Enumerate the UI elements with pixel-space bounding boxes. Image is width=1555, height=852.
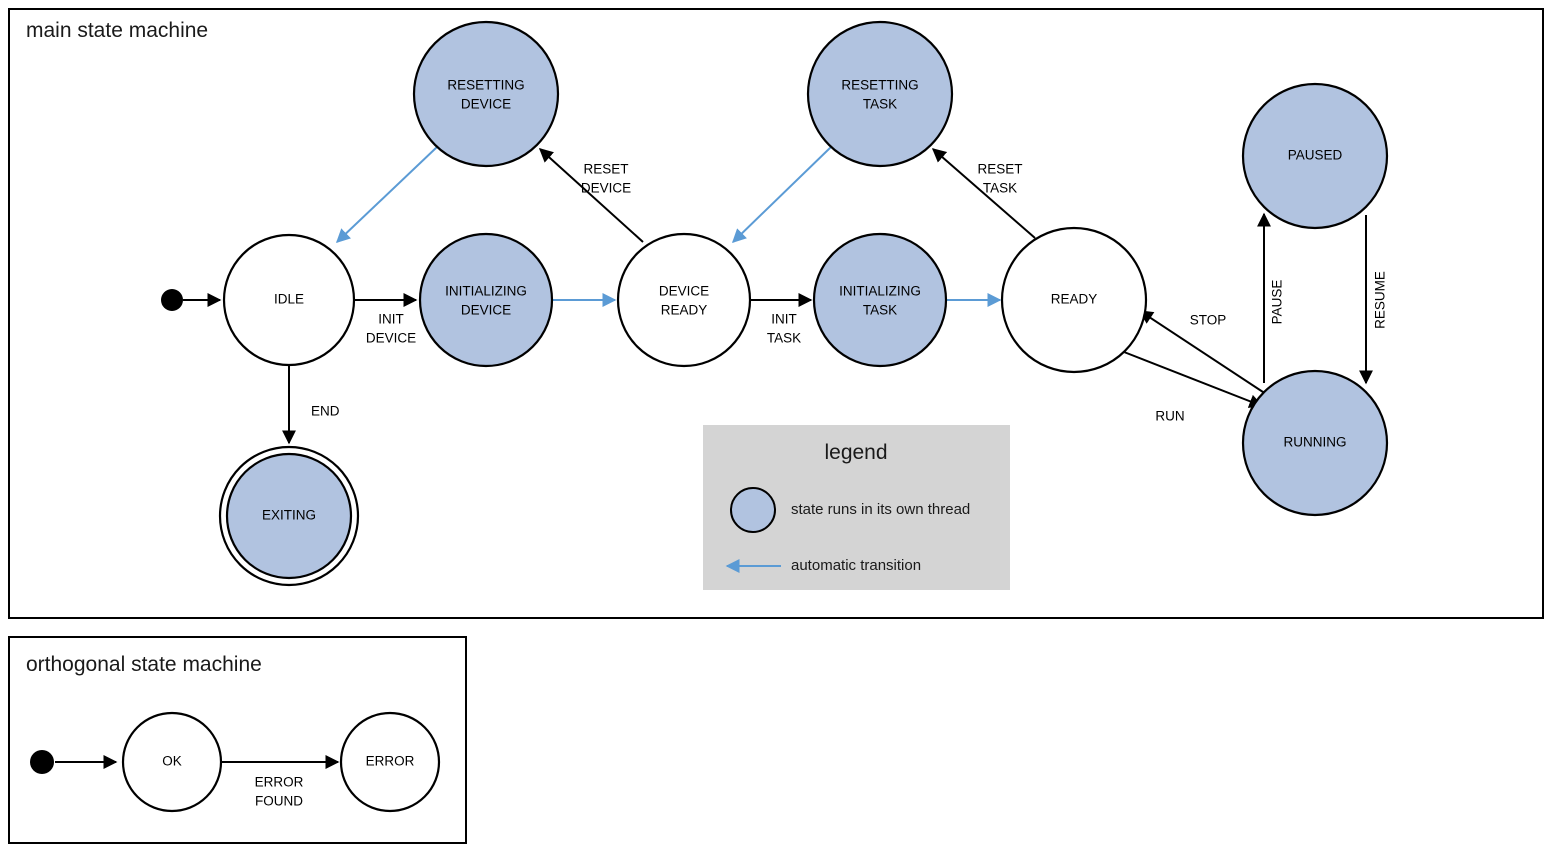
state-running-label: RUNNING bbox=[1284, 435, 1347, 450]
transition-label-init-device-line2: DEVICE bbox=[366, 331, 416, 346]
state-device-ready-label-line1: DEVICE bbox=[659, 284, 709, 299]
transition-running-to-ready[interactable] bbox=[1138, 310, 1267, 395]
transition-resetting-task-to-device-ready[interactable] bbox=[731, 146, 832, 243]
state-exiting[interactable]: EXITING bbox=[218, 445, 360, 587]
state-ready-label: READY bbox=[1051, 292, 1098, 307]
state-resetting-task[interactable]: RESETTING TASK bbox=[806, 20, 954, 168]
state-paused-shape bbox=[1241, 82, 1389, 230]
state-ready-shape bbox=[1000, 226, 1148, 374]
legend-item-auto-transition-label: automatic transition bbox=[791, 557, 921, 574]
orthogonal-start-dot-icon bbox=[30, 750, 54, 774]
state-paused[interactable]: PAUSED bbox=[1241, 82, 1389, 230]
transition-label-reset-task-line1: RESET bbox=[977, 162, 1022, 177]
main-initial-pseudostate[interactable] bbox=[161, 289, 183, 311]
legend-item-auto-transition: automatic transition bbox=[725, 557, 921, 574]
main-frame-title: main state machine bbox=[26, 19, 208, 42]
transition-ready-to-resetting-task[interactable] bbox=[931, 148, 1036, 239]
transition-label-init-device-line1: INIT bbox=[378, 312, 404, 327]
state-initializing-device-label-line1: INITIALIZING bbox=[445, 284, 527, 299]
state-initializing-task-shape bbox=[812, 232, 948, 368]
state-error-label: ERROR bbox=[366, 754, 415, 769]
state-initializing-task-label-line1: INITIALIZING bbox=[839, 284, 921, 299]
transition-resetting-device-to-idle[interactable] bbox=[335, 146, 438, 243]
transition-label-init-task-line1: INIT bbox=[771, 312, 797, 327]
state-idle-label: IDLE bbox=[274, 292, 304, 307]
state-initializing-device-shape bbox=[418, 232, 554, 368]
state-resetting-device-label-line2: DEVICE bbox=[461, 97, 511, 112]
state-ok-label: OK bbox=[162, 754, 182, 769]
thread-state-swatch-icon bbox=[730, 487, 776, 533]
state-ready[interactable]: READY bbox=[1000, 226, 1148, 374]
state-paused-label: PAUSED bbox=[1288, 148, 1343, 163]
state-exiting-label: EXITING bbox=[262, 508, 316, 523]
transition-label-resume: RESUME bbox=[1373, 271, 1388, 329]
state-initializing-task[interactable]: INITIALIZING TASK bbox=[812, 232, 948, 368]
legend-item-thread-label: state runs in its own thread bbox=[791, 501, 970, 518]
transition-label-end: END bbox=[311, 404, 340, 419]
state-device-ready-label-line2: READY bbox=[661, 303, 708, 318]
state-device-ready[interactable]: DEVICE READY bbox=[616, 232, 752, 368]
orthogonal-frame-title: orthogonal state machine bbox=[26, 653, 262, 676]
state-exiting-shape bbox=[225, 452, 353, 580]
state-resetting-device-label-line1: RESETTING bbox=[447, 78, 524, 93]
state-initializing-device-label-line2: DEVICE bbox=[461, 303, 511, 318]
transition-label-reset-device-line1: RESET bbox=[583, 162, 628, 177]
transition-label-pause: PAUSE bbox=[1270, 280, 1285, 325]
state-resetting-task-label-line2: TASK bbox=[863, 97, 897, 112]
transition-label-run: RUN bbox=[1155, 409, 1184, 424]
transition-label-error-found-line1: ERROR bbox=[255, 775, 304, 790]
orthogonal-initial-pseudostate[interactable] bbox=[30, 750, 54, 774]
state-ok[interactable]: OK bbox=[121, 711, 223, 813]
state-resetting-task-label-line1: RESETTING bbox=[841, 78, 918, 93]
state-error[interactable]: ERROR bbox=[339, 711, 441, 813]
transition-label-init-task-line2: TASK bbox=[767, 331, 801, 346]
transition-label-error-found-line2: FOUND bbox=[255, 794, 303, 809]
legend-title: legend bbox=[824, 441, 887, 464]
main-transitions-layer: INIT DEVICE RESET DEVICE END INIT TASK R… bbox=[183, 146, 1388, 445]
state-initializing-device[interactable]: INITIALIZING DEVICE bbox=[418, 232, 554, 368]
legend-panel: legend state runs in its own thread auto… bbox=[703, 425, 1010, 590]
state-ok-shape bbox=[121, 711, 223, 813]
state-device-ready-shape bbox=[616, 232, 752, 368]
start-dot-icon bbox=[161, 289, 183, 311]
transition-label-stop: STOP bbox=[1190, 313, 1227, 328]
state-error-shape bbox=[339, 711, 441, 813]
state-initializing-task-label-line2: TASK bbox=[863, 303, 897, 318]
transition-ready-to-running[interactable] bbox=[1123, 351, 1264, 408]
transition-label-reset-device-line2: DEVICE bbox=[581, 181, 631, 196]
state-resetting-device-shape bbox=[412, 20, 560, 168]
state-idle-shape bbox=[222, 233, 356, 367]
state-resetting-device[interactable]: RESETTING DEVICE bbox=[412, 20, 560, 168]
main-states-layer: IDLE RESETTING DEVICE INITIALIZING DEVIC… bbox=[218, 20, 1389, 587]
state-running[interactable]: RUNNING bbox=[1241, 369, 1389, 517]
state-idle[interactable]: IDLE bbox=[222, 233, 356, 367]
orthogonal-transitions-layer: ERROR FOUND bbox=[55, 755, 340, 809]
state-resetting-task-shape bbox=[806, 20, 954, 168]
state-running-shape bbox=[1241, 369, 1389, 517]
transition-device-ready-to-resetting-device[interactable] bbox=[538, 148, 644, 243]
transition-label-reset-task-line2: TASK bbox=[983, 181, 1017, 196]
legend-item-thread: state runs in its own thread bbox=[730, 487, 970, 533]
orthogonal-states-layer: OK ERROR bbox=[121, 711, 441, 813]
